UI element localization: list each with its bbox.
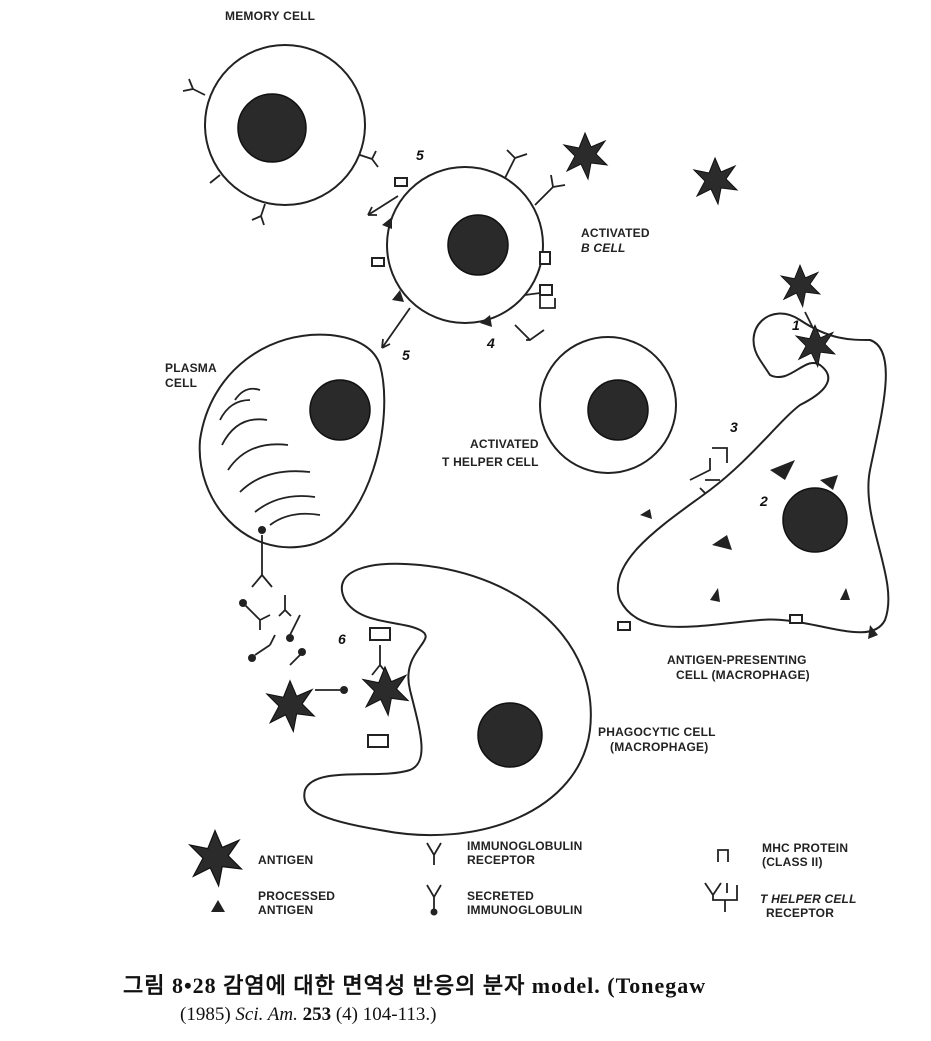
caption-year: (1985) — [180, 1004, 236, 1025]
step-6: 6 — [338, 631, 346, 647]
label-apc-2: CELL (MACROPHAGE) — [676, 668, 810, 682]
legend-secreted-ig-icon — [426, 884, 442, 909]
legend-thr-2: RECEPTOR — [766, 906, 834, 920]
step-2: 2 — [759, 493, 768, 509]
caption-line-1: 그림 8•28 감염에 대한 면역성 반응의 분자 model. (Tonega… — [123, 973, 707, 998]
label-activated-t-1: ACTIVATED — [470, 437, 539, 451]
figure-caption: 그림 8•28 감염에 대한 면역성 반응의 분자 model. (Tonega… — [123, 968, 706, 1026]
caption-journal: Sci. Am. — [235, 1004, 298, 1025]
label-plasma-1: PLASMA — [165, 361, 217, 375]
label-apc-1: ANTIGEN-PRESENTING — [667, 653, 807, 667]
legend-processed-1: PROCESSED — [258, 889, 335, 903]
legend-secreted-1: SECRETED — [467, 889, 534, 903]
label-memory-cell: MEMORY CELL — [225, 9, 315, 23]
plasma-cell — [198, 333, 386, 549]
step-5-plasma: 5 — [402, 347, 410, 363]
legend-mhc-1: MHC PROTEIN — [762, 841, 848, 855]
caption-pages: (4) 104-113.) — [331, 1004, 437, 1025]
legend-processed-antigen-icon — [211, 900, 225, 912]
label-activated-t-2: T HELPER CELL — [442, 455, 539, 469]
memory-cell — [182, 44, 379, 226]
legend-thr-1: T HELPER CELL — [760, 892, 857, 906]
step-4: 4 — [486, 335, 495, 351]
activated-b-cell — [371, 149, 566, 327]
step-3: 3 — [730, 419, 738, 435]
caption-line-2: (1985) Sci. Am. 253 (4) 104-113.) — [180, 1004, 706, 1026]
legend-processed-2: ANTIGEN — [258, 903, 313, 917]
label-plasma-2: CELL — [165, 376, 197, 390]
legend-mhc-2: (CLASS II) — [762, 855, 823, 869]
label-phago-2: (MACROPHAGE) — [610, 740, 708, 754]
immune-response-diagram: MEMORY CELL ACTIVATED B CELL ACTIVATED T… — [165, 9, 890, 920]
label-phago-1: PHAGOCYTIC CELL — [598, 725, 716, 739]
legend-ig-receptor-icon — [426, 842, 442, 865]
legend-antigen: ANTIGEN — [258, 853, 313, 867]
legend-secreted-2: IMMUNOGLOBULIN — [467, 903, 582, 917]
legend: ANTIGEN PROCESSED ANTIGEN IMMUNOGLOBULIN… — [189, 829, 857, 920]
caption-volume: 253 — [297, 1004, 332, 1025]
legend-ig-receptor-1: IMMUNOGLOBULIN — [467, 839, 582, 853]
legend-antigen-icon — [189, 829, 242, 887]
label-activated-b-2: B CELL — [581, 241, 626, 255]
step-1: 1 — [792, 317, 800, 333]
antigen-presenting-cell — [616, 312, 890, 639]
legend-t-helper-receptor-icon — [704, 882, 738, 912]
activated-t-helper-cell — [514, 291, 727, 502]
phagocytic-cell — [303, 562, 592, 837]
step-5-memory: 5 — [416, 147, 424, 163]
label-activated-b-1: ACTIVATED — [581, 226, 650, 240]
legend-mhc-icon — [717, 849, 729, 862]
legend-ig-receptor-2: RECEPTOR — [467, 853, 535, 867]
secreted-immunoglobulins — [239, 526, 348, 694]
